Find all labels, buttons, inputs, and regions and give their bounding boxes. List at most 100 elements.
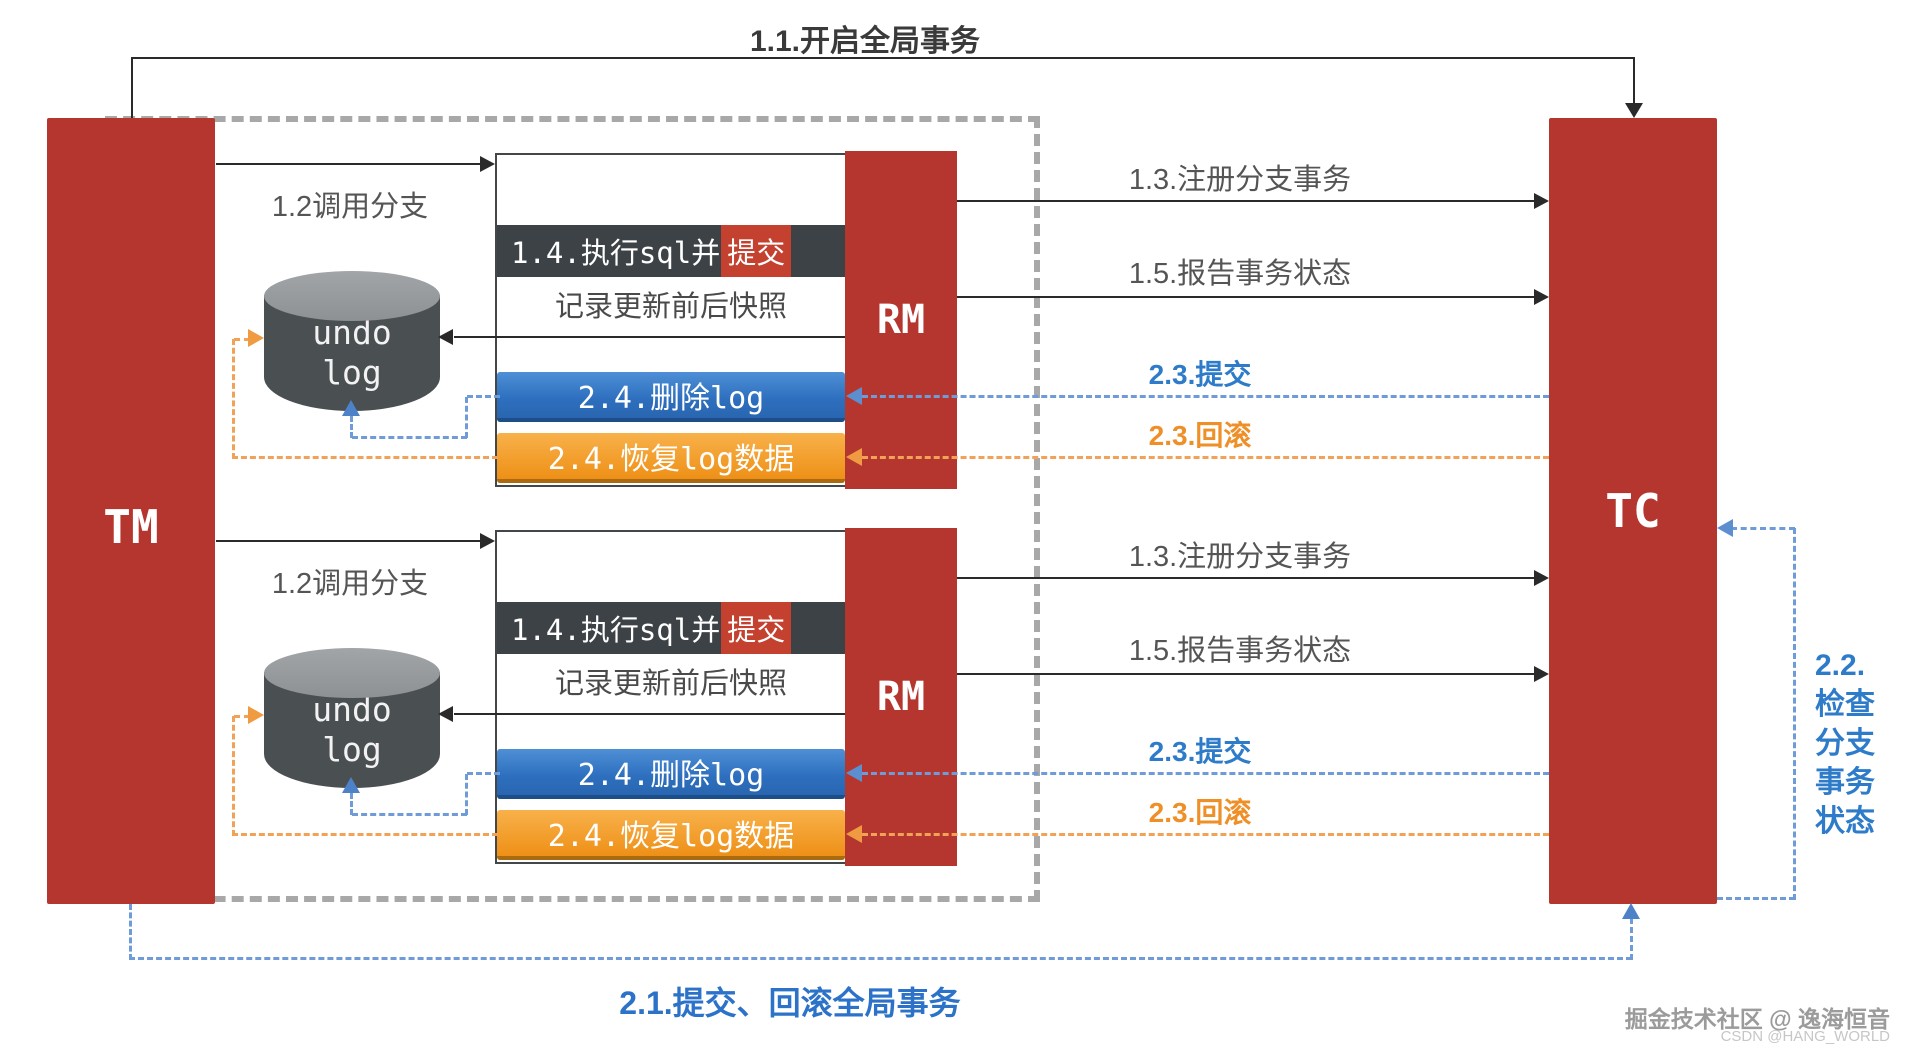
check-branch-status-label: 2.2. 检查 分支 事务 状态 [1815,646,1906,841]
rm-process-box [495,530,847,864]
check-status-line-1: 2.2. [1815,649,1866,682]
tm-node: TM [47,118,215,904]
register-branch-label: 1.3.注册分支事务 [1128,164,1352,196]
undo-log-text-line2: log [322,730,382,769]
delete-log-return-riser [350,416,353,438]
open-global-tx-line-left-drop [131,57,133,118]
check-status-line-5: 状态 [1815,805,1875,838]
rollback-label: 2.3.回滚 [1148,420,1252,451]
rm-node: RM [845,528,957,866]
exec-commit-highlight: 提交 [721,225,792,277]
arrowhead-into-undo-log [438,329,453,345]
rm-process-box [495,153,847,487]
restore-log-bar: 2.4.恢复log数据 [497,810,845,860]
arrowhead-register-into-tc [1534,570,1549,586]
tm-label: TM [103,500,159,554]
exec-sql-commit-bar: 1.4.执行sql并提交 [497,225,845,277]
register-branch-line [957,577,1535,579]
rollback-label: 2.3.回滚 [1148,797,1252,828]
arrowhead-into-undo-log-bottom [342,400,360,416]
snapshot-separator-line [454,713,845,715]
arrowhead-into-undo-log-left [248,329,264,347]
call-branch-line [216,540,482,542]
delete-log-return-vertical [465,397,468,438]
open-global-tx-line [131,57,1634,59]
arrowhead-rollback-into-restore-log [846,825,862,843]
report-status-label: 1.5.报告事务状态 [1128,635,1352,667]
snapshot-label: 记录更新前后快照 [554,291,787,323]
undo-log-cylinder-top [264,648,440,698]
undo-log-database: undo log [264,648,440,788]
report-status-label: 1.5.报告事务状态 [1128,258,1352,290]
restore-log-return-horizontal [232,456,498,459]
snapshot-label: 记录更新前后快照 [554,668,787,700]
arrowhead-register-into-tc [1534,193,1549,209]
arrowhead-into-undo-log-left [248,706,264,724]
exec-sql-commit-bar: 1.4.执行sql并提交 [497,602,845,654]
rollback-dashed-line [862,456,1549,459]
arrowhead-into-rm-box [480,533,495,549]
exec-sql-prefix: 1.4.执行sql并 [511,613,721,647]
commit-dashed-line [862,772,1549,775]
check-status-loop-top [1731,527,1795,530]
watermark-juejin: 掘金技术社区 @ 逸海恒音 [1624,1006,1890,1032]
global-commit-rollback-label: 2.1.提交、回滚全局事务 [619,985,961,1021]
arrowhead-into-tc-bottom [1622,903,1640,919]
undo-log-cylinder-top [264,271,440,321]
exec-commit-highlight: 提交 [721,602,792,654]
restore-log-bar: 2.4.恢复log数据 [497,433,845,483]
commit-dashed-line [862,395,1549,398]
branch-group-1: 1.2调用分支 undo log RM 1.4.执行sql并提交 记录更新前后快… [0,151,1906,498]
tc-node: TC [1549,118,1717,904]
arrowhead-into-tc-top [1625,103,1643,118]
global-result-path-bottom [129,957,1632,960]
delete-log-bar: 2.4.删除log [497,749,845,799]
report-status-line [957,673,1535,675]
check-status-line-2: 检查 [1815,688,1875,721]
arrowhead-into-rm-box [480,156,495,172]
watermark-csdn: CSDN @HANG_WORLD [1720,1028,1890,1045]
arrowhead-report-into-tc [1534,666,1549,682]
open-global-tx-label: 1.1.开启全局事务 [749,25,981,58]
delete-log-return-riser [350,793,353,815]
exec-sql-prefix: 1.4.执行sql并 [511,236,721,270]
delete-log-return-horizontal [352,436,467,439]
delete-log-bar: 2.4.删除log [497,372,845,422]
restore-log-return-vertical [232,339,235,459]
rm-label: RM [876,297,926,343]
arrowhead-into-tc-right [1717,519,1733,537]
arrowhead-rollback-into-restore-log [846,448,862,466]
check-status-line-4: 事务 [1815,766,1875,799]
arrowhead-commit-into-delete-log [846,764,862,782]
rm-label: RM [876,674,926,720]
delete-log-return-horizontal [352,813,467,816]
arrowhead-into-undo-log [438,706,453,722]
rm-node: RM [845,151,957,489]
arrowhead-report-into-tc [1534,289,1549,305]
snapshot-separator-line [454,336,845,338]
global-result-path-right-riser [1630,918,1633,960]
register-branch-line [957,200,1535,202]
register-branch-label: 1.3.注册分支事务 [1128,541,1352,573]
open-global-tx-line-right-drop [1633,57,1635,105]
delete-log-return-vertical [465,774,468,815]
restore-log-return-horizontal [232,833,498,836]
arrowhead-commit-into-delete-log [846,387,862,405]
restore-log-return-stub [234,715,250,718]
call-branch-label: 1.2调用分支 [271,568,429,600]
commit-label: 2.3.提交 [1148,736,1252,767]
check-status-line-3: 分支 [1815,727,1875,760]
global-result-path-left-drop [129,904,132,960]
tc-label: TC [1605,484,1661,538]
call-branch-line [216,163,482,165]
undo-log-database: undo log [264,271,440,411]
check-status-loop-bottom [1717,897,1795,900]
commit-label: 2.3.提交 [1148,359,1252,390]
arrowhead-into-undo-log-bottom [342,777,360,793]
delete-log-return-stub [467,395,500,398]
restore-log-return-vertical [232,716,235,836]
check-status-loop-vertical [1793,528,1796,900]
branch-group-2: 1.2调用分支 undo log RM 1.4.执行sql并提交 记录更新前后快… [0,528,1906,875]
rollback-dashed-line [862,833,1549,836]
